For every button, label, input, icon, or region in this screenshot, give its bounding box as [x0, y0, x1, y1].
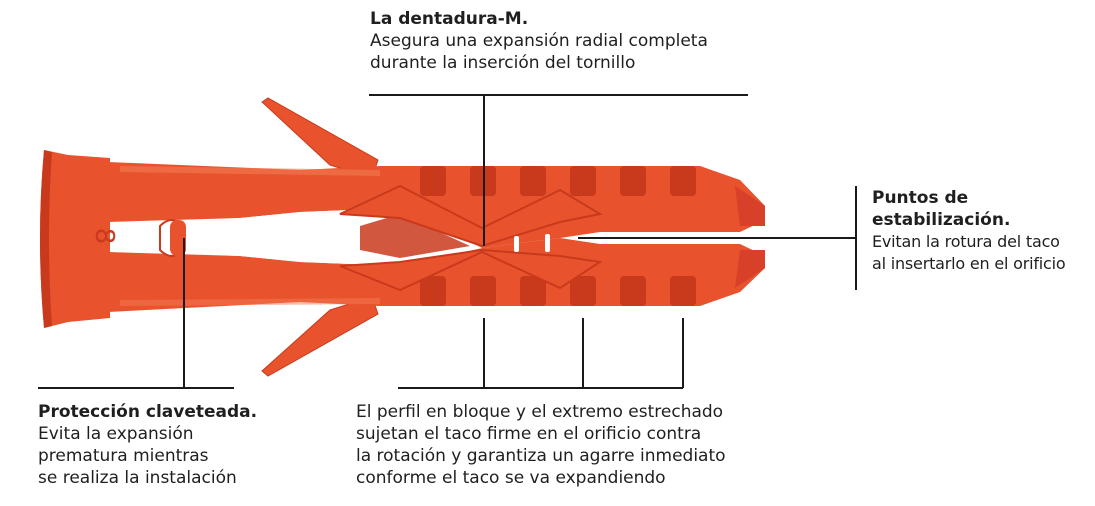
nail-protection-pin: [170, 220, 186, 256]
nail-protection-title: Protección claveteada.: [38, 402, 258, 422]
lower-wing: [261, 296, 379, 377]
wall-plug-illustration: 8: [40, 97, 765, 377]
stabilization-title: Puntos de estabilización.: [872, 188, 1011, 230]
stabilization-tip-lower: [735, 250, 765, 288]
leader-lines: [38, 94, 857, 389]
nail-protection-description: Evita la expansión prematura mientras se…: [38, 424, 237, 488]
stabilization-callout: Puntos de estabilización. Evitan la rotu…: [872, 187, 1092, 275]
embossed-mark: 8: [89, 228, 119, 245]
stabilization-tip: [735, 186, 765, 226]
m-teeth: [339, 184, 603, 248]
m-teeth-description: Asegura una expansión radial completa du…: [370, 31, 708, 73]
m-teeth-callout: La dentadura-M. Asegura una expansión ra…: [370, 8, 790, 74]
lower-body: [108, 238, 765, 312]
plug-collar: [40, 150, 110, 328]
stabilization-description: Evitan la rotura del taco al insertarlo …: [872, 232, 1066, 273]
lower-teeth: [420, 276, 696, 306]
m-teeth-lower: [339, 248, 603, 292]
collar-shade: [40, 150, 52, 328]
upper-wing: [261, 97, 379, 179]
body-highlight: [120, 166, 380, 176]
nail-protection-callout: Protección claveteada. Evita la expansió…: [38, 401, 328, 489]
upper-teeth: [420, 166, 696, 196]
m-teeth-title: La dentadura-M.: [370, 9, 529, 29]
slot-inner-shade: [360, 214, 470, 258]
stabilization-slits: [514, 234, 550, 252]
block-profile-callout: El perfil en bloque y el extremo estrech…: [356, 401, 796, 489]
block-profile-description: El perfil en bloque y el extremo estrech…: [356, 402, 726, 488]
